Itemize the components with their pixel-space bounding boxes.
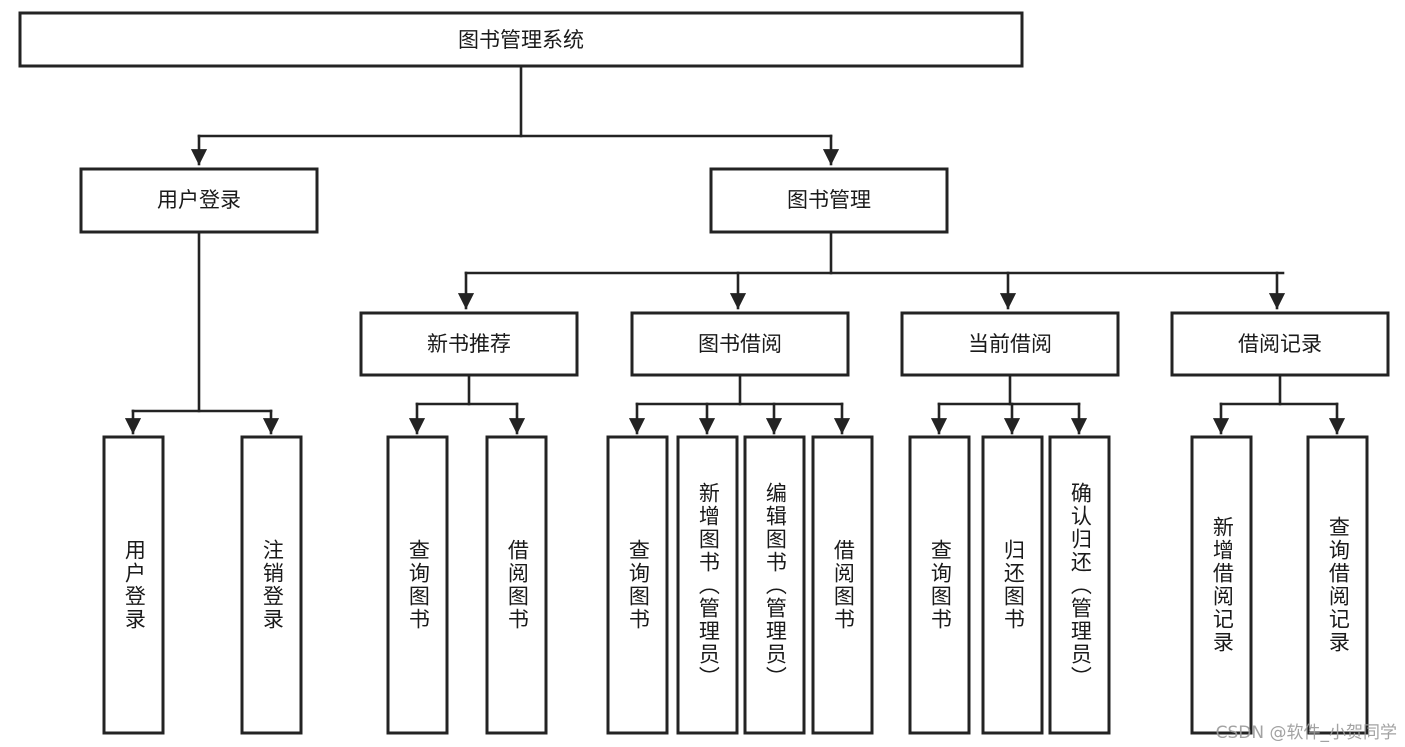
node-book-borrow-label: 图书借阅: [698, 332, 782, 356]
node-new-book-recommend-label: 新书推荐: [427, 332, 511, 356]
node-leaf-query-book-newbook[interactable]: [386, 435, 449, 735]
node-current-borrow[interactable]: [900, 311, 1120, 377]
node-new-book-recommend[interactable]: [359, 311, 579, 377]
connector-layer: [124, 64, 1346, 435]
node-leaf-add-book-admin[interactable]: [676, 435, 739, 735]
node-book-borrow[interactable]: [630, 311, 850, 377]
node-leaf-logout-login[interactable]: [240, 435, 303, 735]
node-leaf-confirm-return-admin[interactable]: [1048, 435, 1111, 735]
node-book-management-label: 图书管理: [787, 188, 871, 212]
node-book-management[interactable]: [709, 167, 949, 234]
node-root-label: 图书管理系统: [458, 28, 584, 52]
node-layer: 图书管理系统 用户登录 图书管理 新书推荐 图书借阅 当前借阅 借阅记录: [18, 11, 1390, 735]
node-leaf-return-book[interactable]: [981, 435, 1044, 735]
node-leaf-query-book-borrow[interactable]: [606, 435, 669, 735]
csdn-watermark: CSDN @软件_小贺同学: [1215, 723, 1397, 743]
node-current-borrow-label: 当前借阅: [968, 332, 1052, 356]
node-borrow-record[interactable]: [1170, 311, 1390, 377]
node-leaf-borrow-book-newbook[interactable]: [485, 435, 548, 735]
node-leaf-add-borrow-record[interactable]: [1190, 435, 1253, 735]
node-leaf-query-borrow-record[interactable]: [1306, 435, 1369, 735]
node-leaf-borrow-book[interactable]: [811, 435, 874, 735]
node-root-book-management-system[interactable]: [18, 11, 1024, 68]
node-user-login-label: 用户登录: [157, 188, 241, 212]
node-leaf-query-book-current[interactable]: [908, 435, 971, 735]
node-leaf-user-login[interactable]: [102, 435, 165, 735]
node-user-login[interactable]: [79, 167, 319, 234]
node-borrow-record-label: 借阅记录: [1238, 332, 1322, 356]
node-leaf-edit-book-admin[interactable]: [743, 435, 806, 735]
